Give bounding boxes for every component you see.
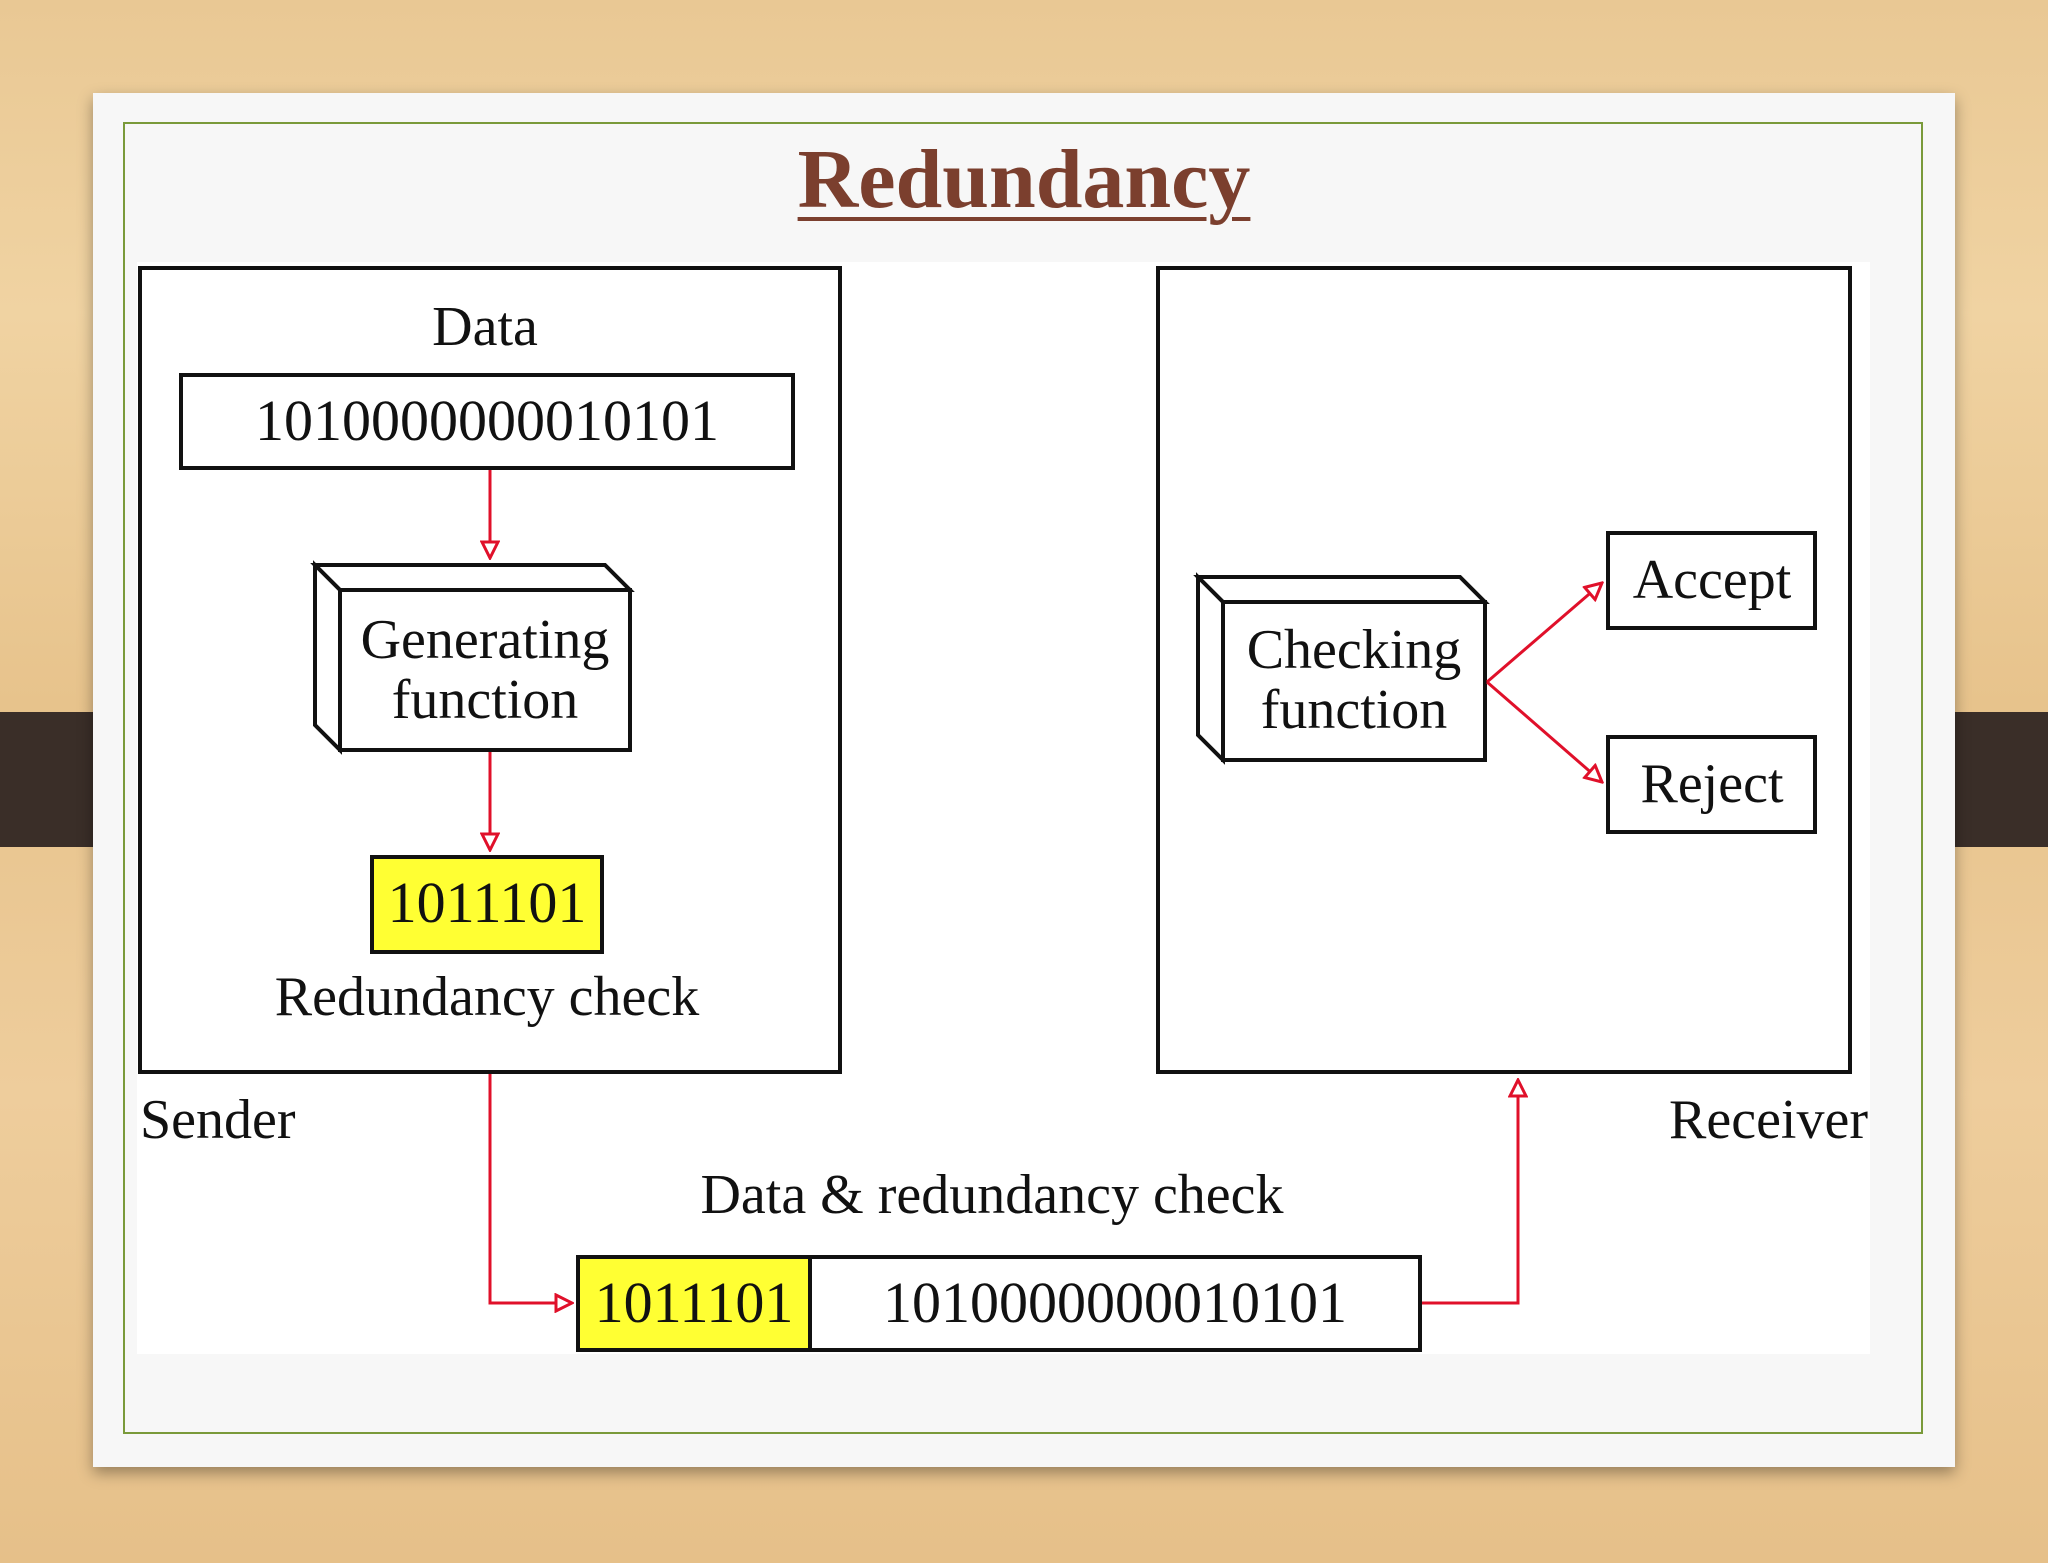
- sender-data-label: Data: [432, 296, 538, 358]
- receiver-label: Receiver: [1669, 1089, 1868, 1151]
- receiver-box: [1156, 266, 1852, 1074]
- sender-box: [138, 266, 842, 1074]
- accept-box: [1606, 531, 1817, 630]
- reject-label: Reject: [1640, 753, 1783, 815]
- sender-data-box: [179, 373, 795, 470]
- arrow-to-accept: [1486, 583, 1602, 684]
- arrow-sender-to-frame: [488, 1074, 572, 1303]
- accept-label: Accept: [1633, 549, 1792, 611]
- generating-function-block: [310, 560, 635, 755]
- generating-function-line2: function: [392, 669, 579, 731]
- arrow-frame-to-receiver: [1422, 1080, 1518, 1305]
- slide-title: Redundancy: [797, 133, 1251, 226]
- transmission-label: Data & redundancy check: [700, 1164, 1283, 1226]
- frame-data-bits-box: [808, 1255, 1422, 1352]
- frame-data-bits: 1010000000010101: [883, 1270, 1347, 1335]
- slide-frame: [123, 122, 1923, 1434]
- generating-function-line1: Generating: [361, 609, 610, 671]
- sender-check-bits-box: [370, 855, 604, 954]
- sender-data-bits: 1010000000010101: [255, 388, 719, 453]
- arrow-to-reject: [1486, 680, 1602, 782]
- frame-check-bits: 1011101: [595, 1270, 794, 1335]
- sender-label: Sender: [140, 1089, 296, 1151]
- redundancy-check-label: Redundancy check: [275, 966, 699, 1028]
- reject-box: [1606, 735, 1817, 834]
- checking-function-block: [1193, 572, 1490, 765]
- checking-function-line2: function: [1261, 679, 1448, 741]
- sender-check-bits: 1011101: [388, 870, 587, 935]
- checking-function-line1: Checking: [1247, 619, 1462, 681]
